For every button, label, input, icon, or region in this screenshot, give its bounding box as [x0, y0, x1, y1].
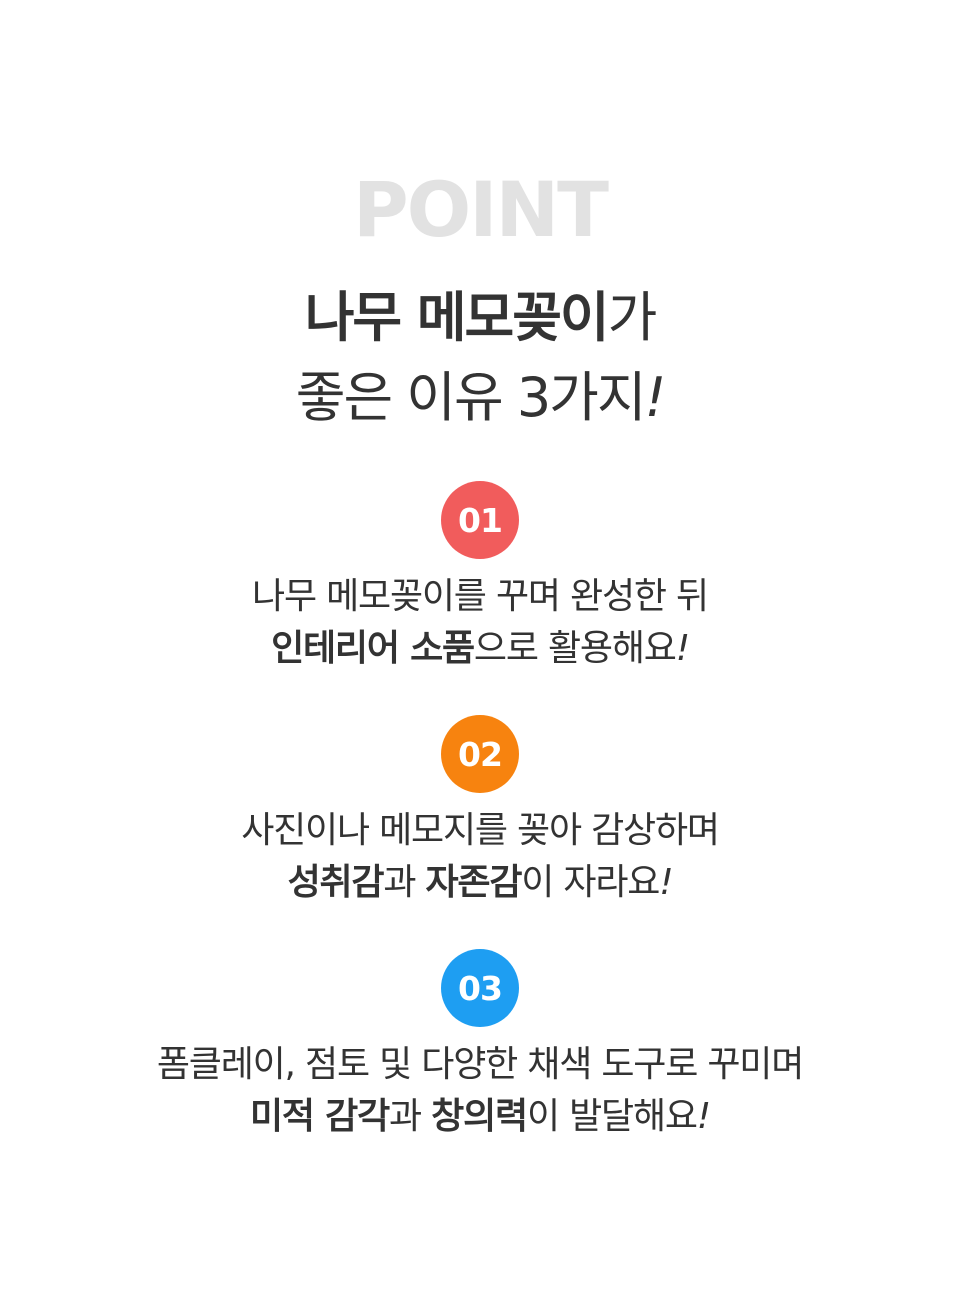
title-line-1: 나무 메모꽂이가 [0, 278, 960, 358]
number-badge-1: 01 [441, 481, 519, 559]
description-exclamation: ! [675, 628, 690, 669]
point-logo-graphic: POINT [353, 168, 611, 248]
point-item-1: 01 나무 메모꽂이를 꾸며 완성한 뒤 인테리어 소품으로 활용해요! [0, 481, 960, 675]
number-badge-2: 02 [441, 715, 519, 793]
title-line-2-text: 좋은 이유 3가지 [295, 366, 647, 429]
badge-number: 01 [458, 500, 503, 540]
point-description-2: 사진이나 메모지를 꽂아 감상하며 성취감과 자존감이 자라요! [0, 805, 960, 909]
description-line-2: 성취감과 자존감이 자라요! [0, 857, 960, 909]
page-title: 나무 메모꽂이가 좋은 이유 3가지! [0, 278, 960, 438]
point-item-3: 03 폼클레이, 점토 및 다양한 채색 도구로 꾸미며 미적 감각과 창의력이… [0, 949, 960, 1143]
description-connector: 과 [389, 1096, 432, 1137]
point-logo-text: POINT [353, 168, 609, 248]
description-emphasis-b: 창의력 [431, 1096, 528, 1137]
description-emphasis-a: 성취감 [287, 862, 385, 903]
description-line-2: 인테리어 소품으로 활용해요! [0, 623, 960, 675]
badge-number: 03 [458, 968, 503, 1008]
title-exclamation: ! [644, 366, 667, 429]
description-exclamation: ! [696, 1096, 711, 1137]
description-rest: 이 자라요 [521, 862, 660, 903]
description-rest: 이 발달해요 [526, 1096, 698, 1137]
description-line-2: 미적 감각과 창의력이 발달해요! [0, 1091, 960, 1143]
title-particle: 가 [607, 286, 658, 349]
title-emphasis: 나무 메모꽂이 [304, 286, 610, 349]
description-line-1: 사진이나 메모지를 꽂아 감상하며 [241, 810, 720, 851]
description-rest: 으로 활용해요 [473, 628, 677, 669]
number-badge-3: 03 [441, 949, 519, 1027]
description-connector: 과 [383, 862, 426, 903]
point-description-1: 나무 메모꽂이를 꾸며 완성한 뒤 인테리어 소품으로 활용해요! [0, 571, 960, 675]
description-emphasis-b: 자존감 [425, 862, 523, 903]
point-logo: POINT [0, 168, 960, 248]
description-line-1: 폼클레이, 점토 및 다양한 채색 도구로 꾸미며 [156, 1044, 804, 1085]
badge-number: 02 [458, 734, 503, 774]
point-item-2: 02 사진이나 메모지를 꽂아 감상하며 성취감과 자존감이 자라요! [0, 715, 960, 909]
description-emphasis: 인테리어 소품 [271, 628, 475, 669]
point-description-3: 폼클레이, 점토 및 다양한 채색 도구로 꾸미며 미적 감각과 창의력이 발달… [0, 1039, 960, 1143]
title-line-2: 좋은 이유 3가지! [0, 358, 960, 438]
description-emphasis-a: 미적 감각 [249, 1096, 390, 1137]
description-exclamation: ! [659, 862, 673, 903]
description-line-1: 나무 메모꽂이를 꾸며 완성한 뒤 [252, 576, 709, 617]
